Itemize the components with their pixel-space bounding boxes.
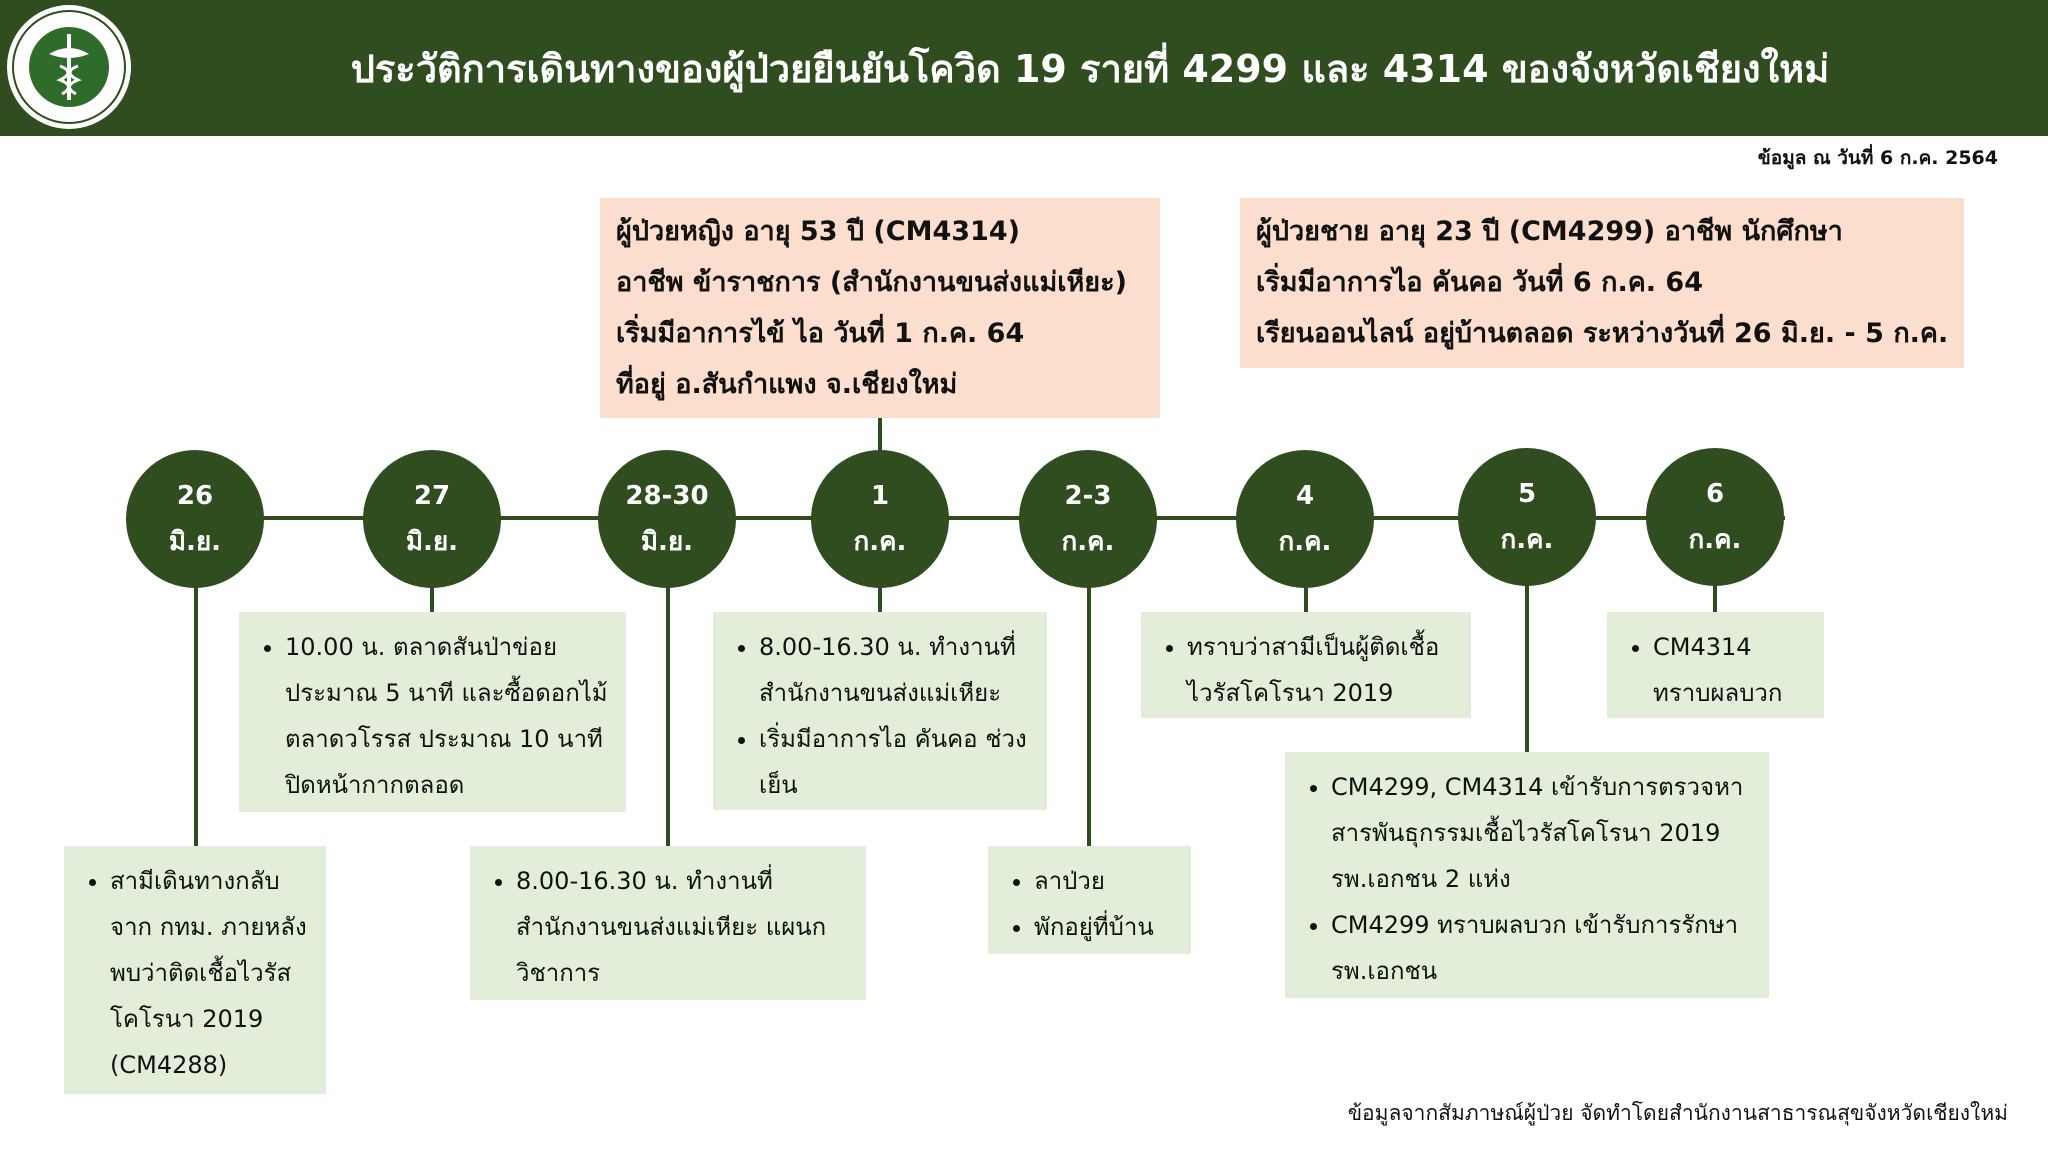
connector [1304,580,1308,612]
node-month: มิ.ย. [405,527,459,557]
node-day: 27 [413,481,451,511]
header-bar: ประวัติการเดินทางของผู้ป่วยยืนยันโควิด 1… [0,0,2048,136]
patient-info-cm4299: ผู้ป่วยชาย อายุ 23 ปี (CM4299) อาชีพ นัก… [1240,198,1964,368]
connector [878,580,882,612]
node-day: 6 [1705,479,1725,509]
event-item: 8.00-16.30 น. ทำงานที่สำนักงานขนส่งแม่เห… [516,858,854,996]
node-month: ก.ค. [1688,525,1742,555]
event-item: ทราบว่าสามีเป็นผู้ติดเชื้อไวรัสโคโรนา 20… [1187,624,1459,716]
event-box-27-jun: 10.00 น. ตลาดสันป่าข่อย ประมาณ 5 นาที แล… [239,612,626,812]
node-month: ก.ค. [1278,527,1332,557]
event-box-26-jun: สามีเดินทางกลับจาก กทม. ภายหลังพบว่าติดเ… [64,846,326,1094]
timeline-node-6-jul: 6 ก.ค. [1646,448,1784,586]
patient-info-line: เริ่มมีอาการไอ คันคอ วันที่ 6 ก.ค. 64 [1256,267,1704,298]
event-item: CM4314 ทราบผลบวก [1653,624,1812,716]
timeline-axis [195,516,1785,520]
event-box-1-jul: 8.00-16.30 น. ทำงานที่สำนักงานขนส่งแม่เห… [713,612,1047,810]
event-item: สามีเดินทางกลับจาก กทม. ภายหลังพบว่าติดเ… [110,858,314,1088]
event-item: CM4299, CM4314 เข้ารับการตรวจหาสารพันธุก… [1331,764,1757,902]
connector [666,580,670,846]
node-day: 28-30 [625,481,709,511]
node-month: ก.ค. [1500,525,1554,555]
patient-info-line: เรียนออนไลน์ อยู่บ้านตลอด ระหว่างวันที่ … [1256,318,1949,349]
node-month: มิ.ย. [640,527,694,557]
connector [878,418,882,458]
node-day: 1 [870,481,890,511]
ministry-logo-icon [4,2,134,132]
event-item: 10.00 น. ตลาดสันป่าข่อย ประมาณ 5 นาที แล… [285,624,614,808]
timeline-node-1-jul: 1 ก.ค. [811,450,949,588]
node-day: 4 [1295,481,1315,511]
event-box-28-30-jun: 8.00-16.30 น. ทำงานที่สำนักงานขนส่งแม่เห… [470,846,866,1000]
source-footnote: ข้อมูลจากสัมภาษณ์ผู้ป่วย จัดทำโดยสำนักงา… [1347,1101,2008,1125]
node-day: 26 [176,481,214,511]
connector [194,580,198,846]
as-of-date: ข้อมูล ณ วันที่ 6 ก.ค. 2564 [1757,147,1998,169]
node-day: 2-3 [1064,481,1112,511]
event-item: เริ่มมีอาการไอ คันคอ ช่วงเย็น [759,716,1035,808]
patient-info-line: อาชีพ ข้าราชการ (สำนักงานขนส่งแม่เหียะ) [616,267,1127,298]
node-month: ก.ค. [853,527,907,557]
event-item: พักอยู่ที่บ้าน [1034,904,1179,950]
connector [1087,580,1091,846]
timeline-node-27-jun: 27 มิ.ย. [363,450,501,588]
patient-info-line: ผู้ป่วยชาย อายุ 23 ปี (CM4299) อาชีพ นัก… [1256,216,1843,247]
connector [1713,578,1717,612]
event-box-2-3-jul: ลาป่วย พักอยู่ที่บ้าน [988,846,1191,954]
node-month: ก.ค. [1061,527,1115,557]
patient-info-line: เริ่มมีอาการไข้ ไอ วันที่ 1 ก.ค. 64 [616,318,1025,349]
event-box-5-jul: CM4299, CM4314 เข้ารับการตรวจหาสารพันธุก… [1285,752,1769,998]
connector [1525,578,1529,752]
timeline-node-28-30-jun: 28-30 มิ.ย. [598,450,736,588]
node-day: 5 [1517,479,1537,509]
event-item: ลาป่วย [1034,858,1179,904]
event-box-4-jul: ทราบว่าสามีเป็นผู้ติดเชื้อไวรัสโคโรนา 20… [1141,612,1471,718]
patient-info-cm4314: ผู้ป่วยหญิง อายุ 53 ปี (CM4314) อาชีพ ข้… [600,198,1160,418]
event-box-6-jul: CM4314 ทราบผลบวก [1607,612,1824,718]
node-month: มิ.ย. [168,527,222,557]
event-item: CM4299 ทราบผลบวก เข้ารับการรักษา รพ.เอกช… [1331,902,1757,994]
patient-info-line: ผู้ป่วยหญิง อายุ 53 ปี (CM4314) [616,216,1020,247]
page-title: ประวัติการเดินทางของผู้ป่วยยืนยันโควิด 1… [350,46,1830,91]
patient-info-line: ที่อยู่ อ.สันกำแพง จ.เชียงใหม่ [616,369,958,400]
connector [430,580,434,612]
timeline-node-4-jul: 4 ก.ค. [1236,450,1374,588]
timeline-node-26-jun: 26 มิ.ย. [126,450,264,588]
timeline-node-2-3-jul: 2-3 ก.ค. [1019,450,1157,588]
event-item: 8.00-16.30 น. ทำงานที่สำนักงานขนส่งแม่เห… [759,624,1035,716]
timeline-node-5-jul: 5 ก.ค. [1458,448,1596,586]
